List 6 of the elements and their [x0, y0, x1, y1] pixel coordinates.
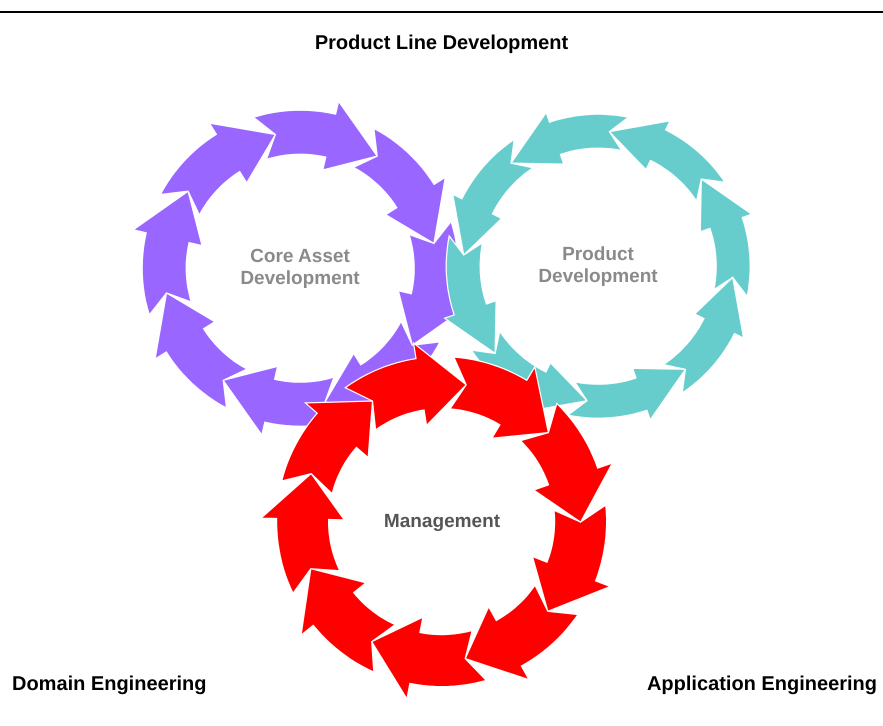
ring-label: Management	[382, 510, 502, 533]
ring-label: Product Development	[537, 244, 659, 288]
region-label: Application Engineering	[646, 672, 877, 697]
ring-label: Core Asset Development	[239, 246, 361, 290]
region-label: Domain Engineering	[12, 672, 206, 697]
title: Product Line Development	[314, 31, 570, 56]
